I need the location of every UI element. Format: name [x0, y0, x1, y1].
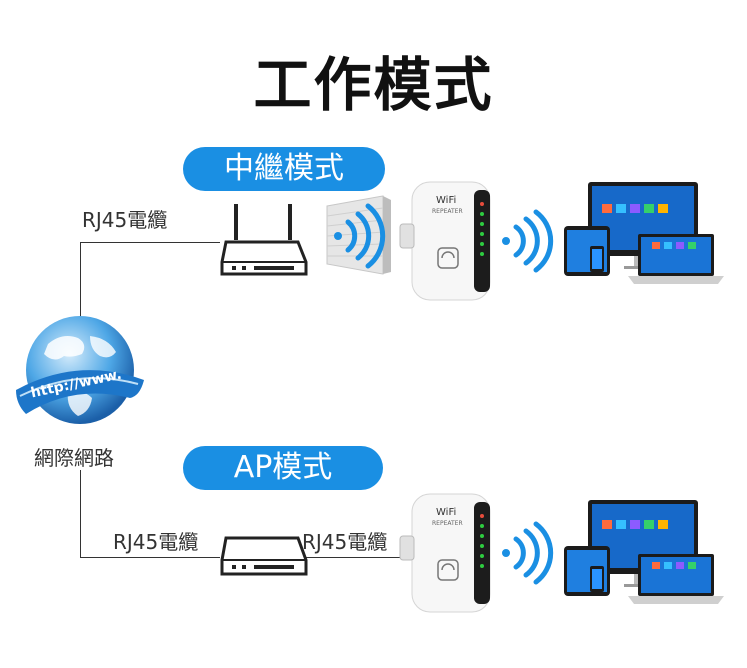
ap-cable-label-left: RJ45電纜 [113, 530, 199, 554]
globe-icon [16, 316, 144, 424]
upper-cable-line [80, 242, 220, 243]
client-devices-icon [564, 182, 724, 284]
upper-vertical-line [80, 242, 81, 320]
ap-cable-label-right: RJ45電纜 [302, 530, 388, 554]
page-title: 工作模式 [253, 51, 494, 119]
repeater-cable-label: RJ45電纜 [82, 208, 168, 232]
lower-cable-line-left [80, 557, 220, 558]
device-brand-text: WiFi [436, 507, 457, 518]
repeater-mode-pill: 中繼模式 [183, 147, 385, 191]
router-icon [220, 204, 308, 276]
internet-label: 網際網路 [34, 446, 114, 470]
wifi-signal-icon [334, 203, 386, 269]
device-model-text: REPEATER [432, 520, 463, 527]
lower-cable-line-right [302, 557, 402, 558]
device-model-text: REPEATER [432, 208, 463, 215]
router-icon [220, 536, 308, 576]
repeater-device-lower: WiFi REPEATER [398, 492, 494, 614]
wifi-signal-icon [502, 521, 554, 585]
ap-mode-pill: AP模式 [183, 446, 383, 490]
device-brand-text: WiFi [436, 195, 457, 206]
client-devices-icon [564, 500, 724, 604]
repeater-device-upper: WiFi REPEATER [398, 180, 494, 302]
wifi-signal-icon [502, 209, 554, 273]
lower-vertical-line [80, 470, 81, 558]
